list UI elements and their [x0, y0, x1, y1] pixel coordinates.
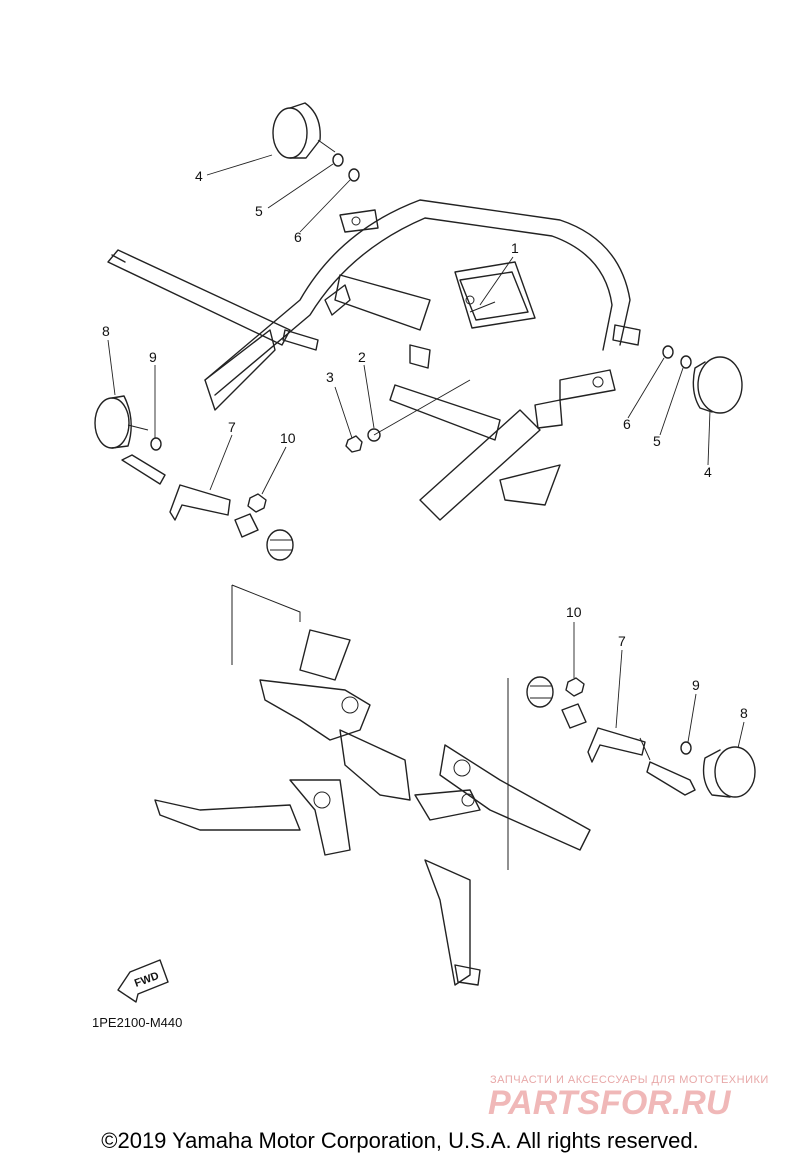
damper-rubber-part-1: [454, 261, 536, 329]
main-frame: [107, 199, 641, 521]
watermark-brand: PARTSFOR.RU: [488, 1084, 732, 1122]
callout-6-upper-left: 6: [294, 229, 302, 245]
upper-right-washer-part-5: [680, 355, 692, 369]
right-washer-part-9: [680, 741, 692, 755]
center-washer-part-2: [367, 428, 381, 442]
right-bolt: [646, 761, 696, 796]
copyright-notice: ©2019 Yamaha Motor Corporation, U.S.A. A…: [101, 1128, 699, 1153]
left-damper-part-8: [94, 395, 149, 449]
callout-1: 1: [511, 240, 519, 256]
right-bracket-part-7: [587, 727, 646, 763]
upper-right-washer-part-6: [662, 345, 674, 359]
callout-8-left: 8: [102, 323, 110, 339]
callout-3: 3: [326, 369, 334, 385]
left-collar: [234, 513, 259, 538]
diagram-reference-code: 1PE2100-M440: [92, 1015, 182, 1030]
right-damper-part-8: [702, 746, 756, 798]
left-reference-box: [231, 584, 301, 665]
callout-4-upper-right: 4: [704, 464, 712, 480]
callouts: 1 2 3 4 4 5 5 6 6 7 7 8 8 9 9 10 10: [102, 168, 748, 721]
upper-left-washer-part-6: [348, 168, 360, 182]
right-reference-box: [507, 678, 651, 870]
callout-10-left: 10: [280, 430, 296, 446]
callout-8-right: 8: [740, 705, 748, 721]
callout-4-upper-left: 4: [195, 168, 203, 184]
watermark-tagline: ЗАПЧАСТИ И АКСЕССУАРЫ ДЛЯ МОТОТЕХНИКИ: [490, 1074, 769, 1086]
callout-7-right: 7: [618, 633, 626, 649]
upper-left-washer-part-5: [332, 153, 344, 167]
center-nut-part-3: [345, 435, 363, 453]
callout-5-upper-left: 5: [255, 203, 263, 219]
upper-right-damper-part-4: [692, 356, 743, 414]
left-footrest-bracket: [154, 629, 411, 856]
callout-6-upper-right: 6: [623, 416, 631, 432]
upper-left-damper-part-4: [272, 102, 336, 159]
left-bracket-part-7: [169, 484, 231, 521]
left-bushing: [266, 529, 294, 561]
callout-10-right: 10: [566, 604, 582, 620]
leader-lines: [107, 154, 745, 749]
callout-7-left: 7: [228, 419, 236, 435]
right-bushing: [526, 676, 554, 708]
callout-9-right: 9: [692, 677, 700, 693]
left-washer-part-9: [150, 437, 162, 451]
right-footrest-bracket: [414, 744, 591, 986]
watermark: ЗАПЧАСТИ И АКСЕССУАРЫ ДЛЯ МОТОТЕХНИКИ PA…: [488, 1074, 769, 1122]
right-nut-part-10: [565, 677, 585, 697]
callout-2: 2: [358, 349, 366, 365]
left-bolt: [121, 454, 166, 485]
callout-9-left: 9: [149, 349, 157, 365]
right-collar: [561, 703, 587, 729]
left-nut-part-10: [247, 493, 267, 513]
fwd-arrow-icon: FWD: [117, 959, 169, 1003]
callout-5-upper-right: 5: [653, 433, 661, 449]
